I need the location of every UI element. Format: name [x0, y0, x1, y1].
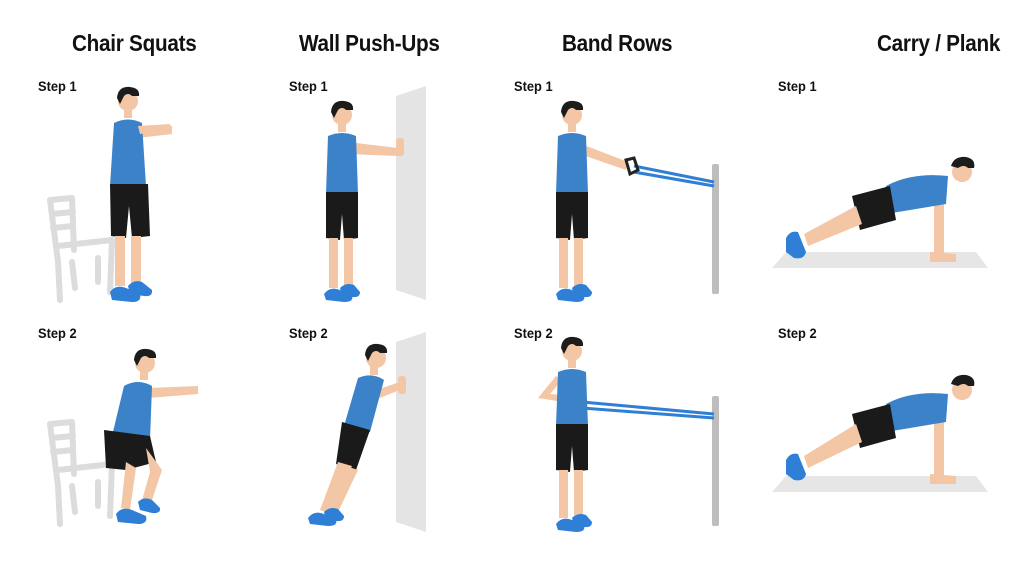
band-row-step-1 [556, 100, 719, 302]
person-plank-1 [786, 156, 975, 262]
plank-step-1 [772, 156, 988, 268]
person-band-row-start [556, 100, 640, 302]
step-label-carry-plank-2: Step 2 [778, 325, 817, 341]
step-label-wall-push-ups-1: Step 1 [289, 78, 328, 94]
person-squat-lowered [104, 348, 198, 524]
step-label-band-rows-2: Step 2 [514, 325, 553, 341]
step-label-carry-plank-1: Step 1 [778, 78, 817, 94]
band-row-step-2 [538, 336, 719, 532]
wall-push-up-step-1 [324, 86, 426, 302]
chair-squat-step-1 [47, 86, 172, 303]
person-band-row-pull [538, 336, 592, 532]
step-label-band-rows-1: Step 1 [514, 78, 553, 94]
resistance-band [633, 164, 715, 188]
anchor-pole [712, 396, 719, 526]
column-title-carry-plank: Carry / Plank [877, 30, 1001, 56]
step-label-chair-squats-1: Step 1 [38, 78, 77, 94]
chair-squat-step-2 [47, 348, 198, 527]
step-label-wall-push-ups-2: Step 2 [289, 325, 328, 341]
chair-icon [47, 195, 115, 303]
resistance-band [581, 400, 715, 420]
person-plank-2 [786, 374, 975, 484]
plank-step-2 [772, 374, 988, 492]
person-wall-push-up-lean [308, 343, 406, 526]
wall-push-up-step-2 [308, 332, 426, 532]
person-squat-standing [110, 86, 172, 302]
column-title-chair-squats: Chair Squats [72, 30, 197, 56]
column-title-wall-push-ups: Wall Push-Ups [299, 30, 440, 56]
anchor-pole [712, 164, 719, 294]
chair-icon [47, 419, 115, 527]
person-wall-push-up-start [324, 100, 404, 302]
step-label-chair-squats-2: Step 2 [38, 325, 77, 341]
wall-panel [396, 86, 426, 300]
column-title-band-rows: Band Rows [562, 30, 673, 56]
wall-panel [396, 332, 426, 532]
